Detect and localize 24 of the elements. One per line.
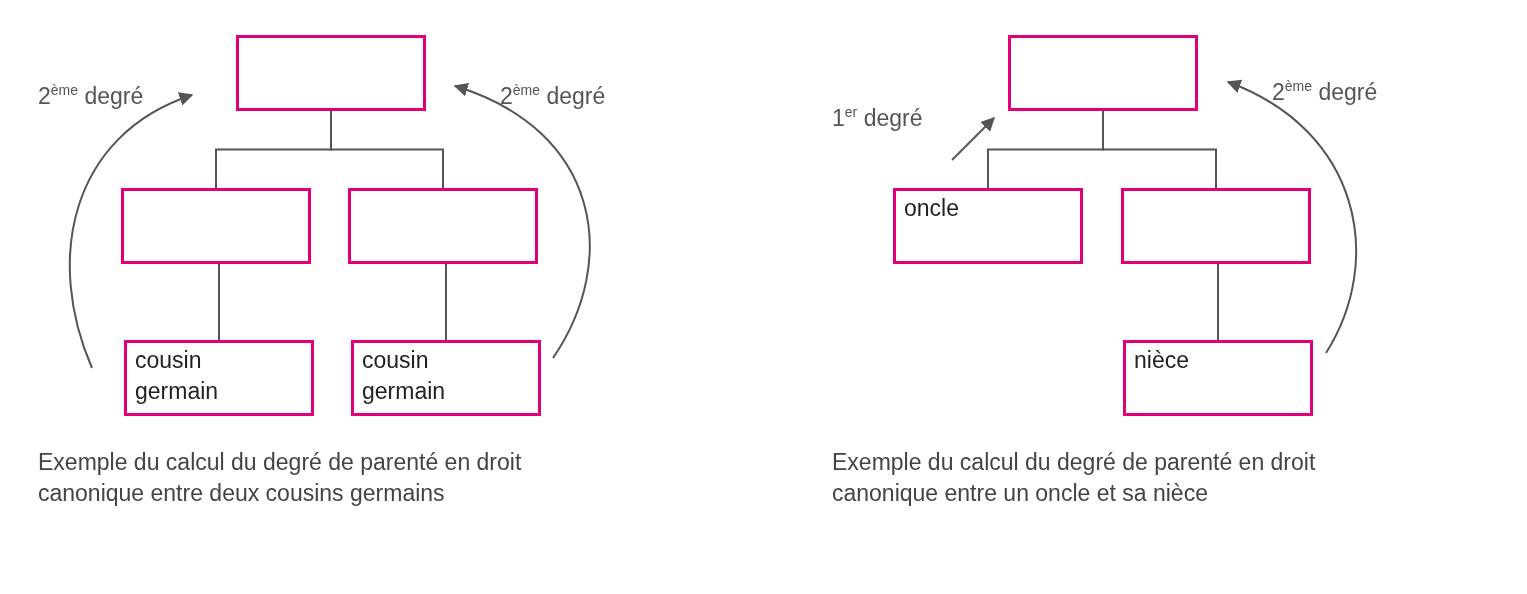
person-box (893, 188, 1083, 264)
connector-line (218, 263, 220, 341)
relative-name: cousin germain (135, 346, 220, 406)
degree-label: 2$^{ème}$ degré (1272, 78, 1378, 106)
relative-name: cousin germain (362, 346, 447, 406)
connector-line (1217, 263, 1219, 341)
degree-label: 2$^{ème}$ degré (500, 82, 606, 110)
relative-name: nièce (1134, 346, 1189, 375)
degree-label: 1$^{er}$ degré (832, 104, 923, 132)
caption-text: Exemple du calcul du degré de parenté en droit canonique entre un oncle et sa nièce (832, 448, 1317, 508)
person-box (348, 188, 538, 264)
relative-name: oncle (904, 194, 959, 223)
person-box (351, 340, 541, 416)
person-box (121, 188, 311, 264)
connector-line (445, 263, 447, 341)
connector-line (330, 110, 444, 189)
person-box (1121, 188, 1311, 264)
connector-line (1102, 110, 1217, 189)
degree-label: 2$^{ème}$ degré (38, 82, 144, 110)
person-box (1008, 35, 1198, 111)
person-box (1123, 340, 1313, 416)
person-box (236, 35, 426, 111)
person-box (124, 340, 314, 416)
caption-text: Exemple du calcul du degré de parenté en droit canonique entre deux cousins germains (38, 448, 523, 508)
